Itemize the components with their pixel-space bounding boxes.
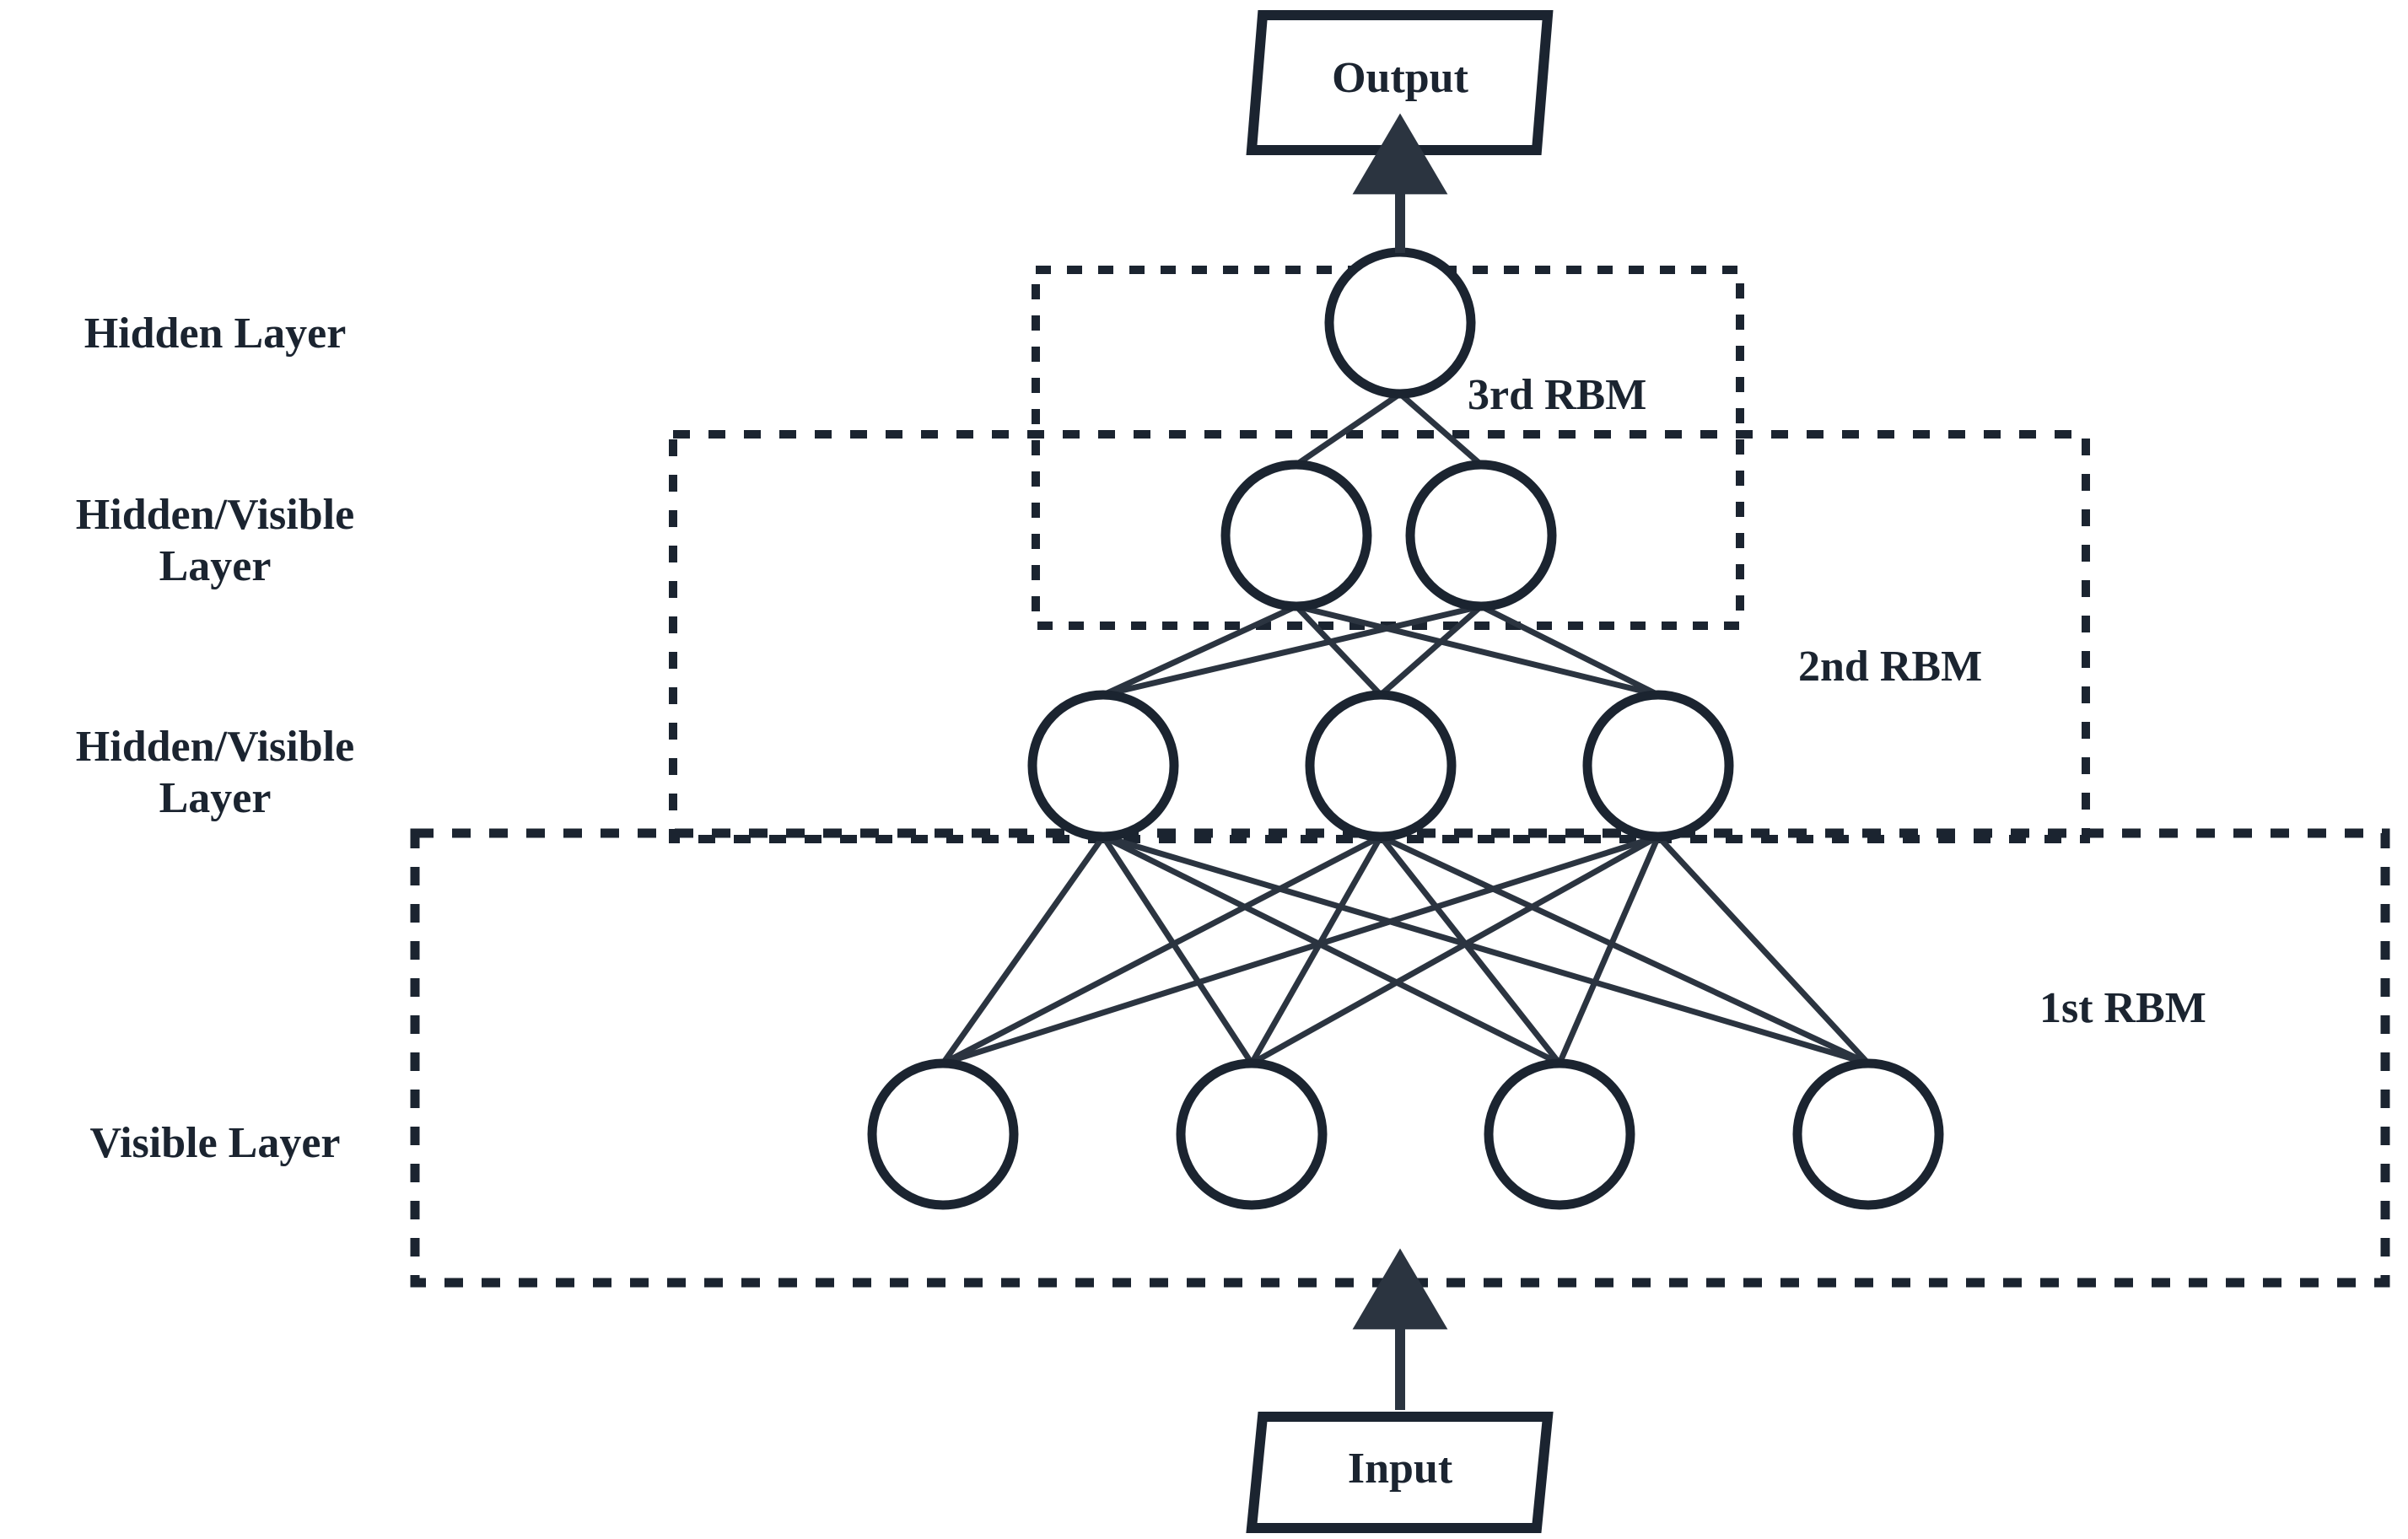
edges-hv1-to-hv2 [1102,603,1660,698]
node-hv2-1[interactable] [1220,460,1372,611]
node-visible-1[interactable] [867,1058,1019,1210]
output-parallelogram[interactable] [1246,10,1554,155]
layer-label-hidden-layer: Hidden Layer [83,309,347,358]
visible-layer-nodes [867,1058,1944,1210]
node-visible-4[interactable] [1792,1058,1944,1210]
node-hv2-2[interactable] [1405,460,1557,611]
node-hv1-1[interactable] [1027,690,1179,842]
edges-visible-to-hv1 [940,833,1871,1067]
edges-hv2-to-hidden [1295,391,1484,467]
node-hv1-3[interactable] [1582,690,1734,842]
hidden-visible-layer-2-nodes [1220,460,1557,611]
node-visible-2[interactable] [1176,1058,1328,1210]
hidden-layer-nodes [1324,247,1476,399]
rbm-label-3rd: 3rd RBM [1468,371,1647,419]
layer-label-visible-layer: Visible Layer [89,1119,341,1167]
output-label: Output [1332,54,1468,102]
input-label: Input [1347,1445,1453,1493]
node-hv1-2[interactable] [1305,690,1457,842]
hidden-visible-layer-1-nodes [1027,690,1734,842]
input-parallelogram[interactable] [1246,1412,1554,1533]
layer-label-hidden-visible-2: Hidden/Visible Layer [75,491,355,591]
node-visible-3[interactable] [1484,1058,1635,1210]
layer-label-hidden-visible-1: Hidden/Visible Layer [75,723,355,823]
node-hidden-1[interactable] [1324,247,1476,399]
rbm-label-2nd: 2nd RBM [1798,643,1983,691]
rbm-1-box [410,828,2390,1288]
rbm-label-1st: 1st RBM [2039,984,2206,1032]
